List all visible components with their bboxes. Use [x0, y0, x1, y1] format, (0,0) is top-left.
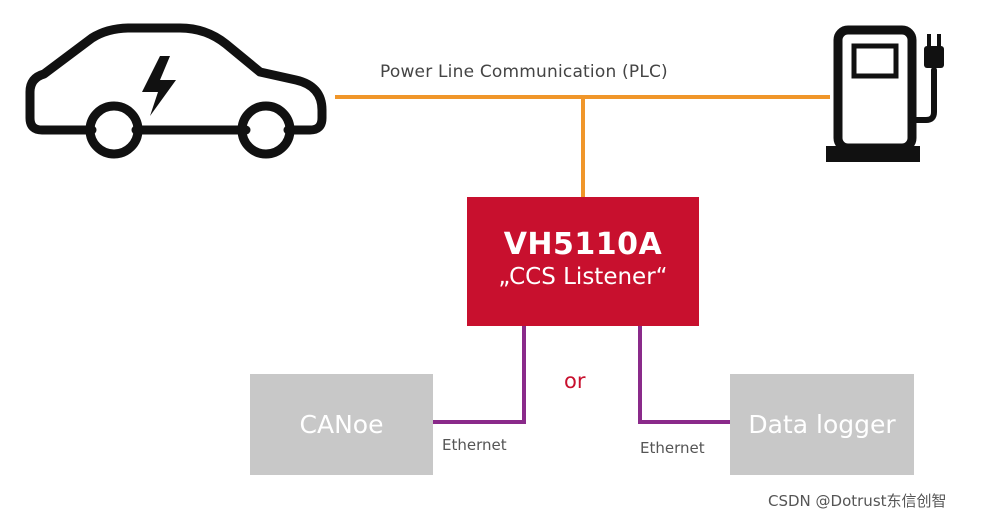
- lightning-bolt-icon: [142, 56, 176, 116]
- data-logger-label: Data logger: [748, 410, 896, 439]
- electric-car-icon: [25, 23, 327, 159]
- charging-station-icon: [826, 25, 944, 162]
- canoe-label: CANoe: [299, 410, 384, 439]
- ethernet-line-left: [433, 326, 526, 424]
- ethernet-line-right: [638, 326, 730, 424]
- device-title: VH5110A: [503, 227, 663, 262]
- or-label: or: [564, 369, 586, 393]
- canoe-box: CANoe: [250, 374, 433, 475]
- plc-label: Power Line Communication (PLC): [380, 62, 668, 82]
- watermark: CSDN @Dotrust东信创智: [768, 492, 947, 510]
- device-subtitle: „CCS Listener“: [498, 264, 668, 290]
- ethernet-label-left: Ethernet: [442, 436, 507, 454]
- vh5110a-device-box: VH5110A „CCS Listener“: [467, 197, 699, 326]
- data-logger-box: Data logger: [730, 374, 914, 475]
- ethernet-label-right: Ethernet: [640, 439, 705, 457]
